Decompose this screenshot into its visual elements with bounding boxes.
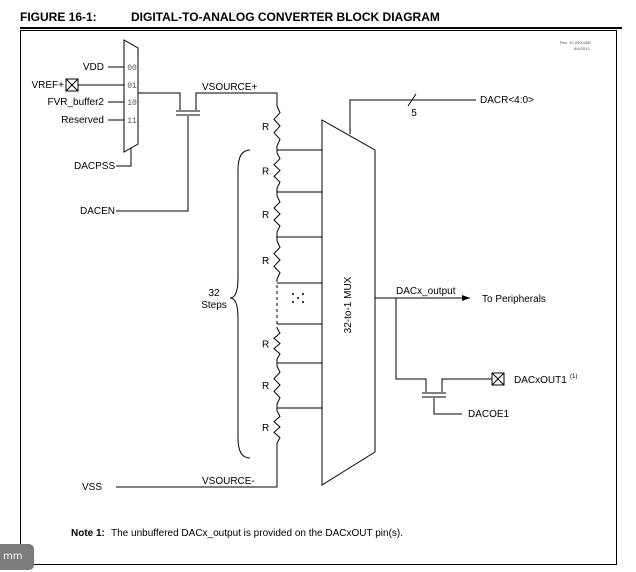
figure-number: FIGURE 16-1: <box>20 10 97 24</box>
pin-wire <box>441 378 492 392</box>
main-mux-label: 32-to-1 MUX <box>343 276 354 333</box>
input-vref-label: VREF+ <box>31 80 64 91</box>
mux-output-wire <box>138 92 181 110</box>
dacpss-label: DACPSS <box>74 161 115 172</box>
code-11: 11 <box>127 117 137 126</box>
resistor-label: R <box>262 210 269 221</box>
note-text: The unbuffered DACx_output is provided o… <box>111 528 403 539</box>
resistor-label: R <box>262 340 269 351</box>
resistor <box>273 105 281 147</box>
code-00: 00 <box>127 64 137 73</box>
steps-count: 32 <box>208 288 220 299</box>
vsource-plus-label: VSOURCE+ <box>202 82 257 93</box>
input-fvr-label: FVR_buffer2 <box>47 97 104 108</box>
ellipsis-dot <box>302 293 304 295</box>
resistor <box>273 240 281 280</box>
dacpss-wire <box>116 148 132 167</box>
resistor <box>273 365 281 405</box>
input-vdd-label: VDD <box>83 62 104 73</box>
resistor-label: R <box>262 256 269 267</box>
dacr-bus <box>349 99 476 134</box>
dacoe-wire <box>433 398 462 415</box>
corner-badge: mm <box>0 544 34 570</box>
dacr-label: DACR<4:0> <box>480 95 534 106</box>
code-01: 01 <box>127 82 137 91</box>
resistor-ladder: R R R R R R R <box>262 93 322 445</box>
vss-label: VSS <box>82 482 102 493</box>
vsource-plus-wire <box>195 92 278 110</box>
dacen-switch <box>176 110 200 116</box>
note-prefix: Note 1: <box>71 528 105 539</box>
input-reserved-label: Reserved <box>61 115 104 126</box>
resistor <box>273 152 281 189</box>
resistor-label: R <box>262 423 269 434</box>
header-rule <box>20 27 622 29</box>
resistor-label: R <box>262 122 269 133</box>
ellipsis-dot <box>302 301 304 303</box>
steps-unit: Steps <box>201 300 227 311</box>
pin-output-wire <box>395 298 427 392</box>
resistor <box>273 410 281 444</box>
ellipsis-dot <box>292 301 294 303</box>
dacout-label: DACxOUT1 <box>514 375 567 386</box>
resistor-label: R <box>262 167 269 178</box>
vsource-minus-wire <box>116 445 278 488</box>
input-mux <box>123 39 139 153</box>
resistor-label: R <box>262 381 269 392</box>
ellipsis-dot <box>297 297 299 299</box>
bus-slash <box>407 93 417 107</box>
resistor <box>273 327 281 360</box>
vsource-minus-label: VSOURCE- <box>202 476 255 487</box>
dacoe-switch <box>422 392 446 398</box>
dacen-wire <box>116 116 189 212</box>
vref-pin-icon <box>65 78 79 92</box>
peripherals-label: To Peripherals <box>482 294 546 305</box>
diagram-frame <box>20 30 617 565</box>
steps-brace <box>229 149 251 459</box>
code-10: 10 <box>127 99 137 108</box>
dacen-label: DACEN <box>80 206 115 217</box>
resistor <box>273 195 281 233</box>
dacoe-label: DACOE1 <box>468 409 510 420</box>
output-label: DACx_output <box>396 286 456 297</box>
ellipsis-dot <box>292 293 294 295</box>
revision-date: 8/6/2013 <box>574 46 590 51</box>
figure-title: DIGITAL-TO-ANALOG CONVERTER BLOCK DIAGRA… <box>131 10 440 24</box>
bus-width: 5 <box>411 108 417 119</box>
dacout-pin-icon <box>491 372 505 386</box>
main-mux <box>321 119 376 486</box>
revision-number: Rev. 10-000026B <box>560 40 591 45</box>
dacout-footnote: (1) <box>570 374 577 380</box>
